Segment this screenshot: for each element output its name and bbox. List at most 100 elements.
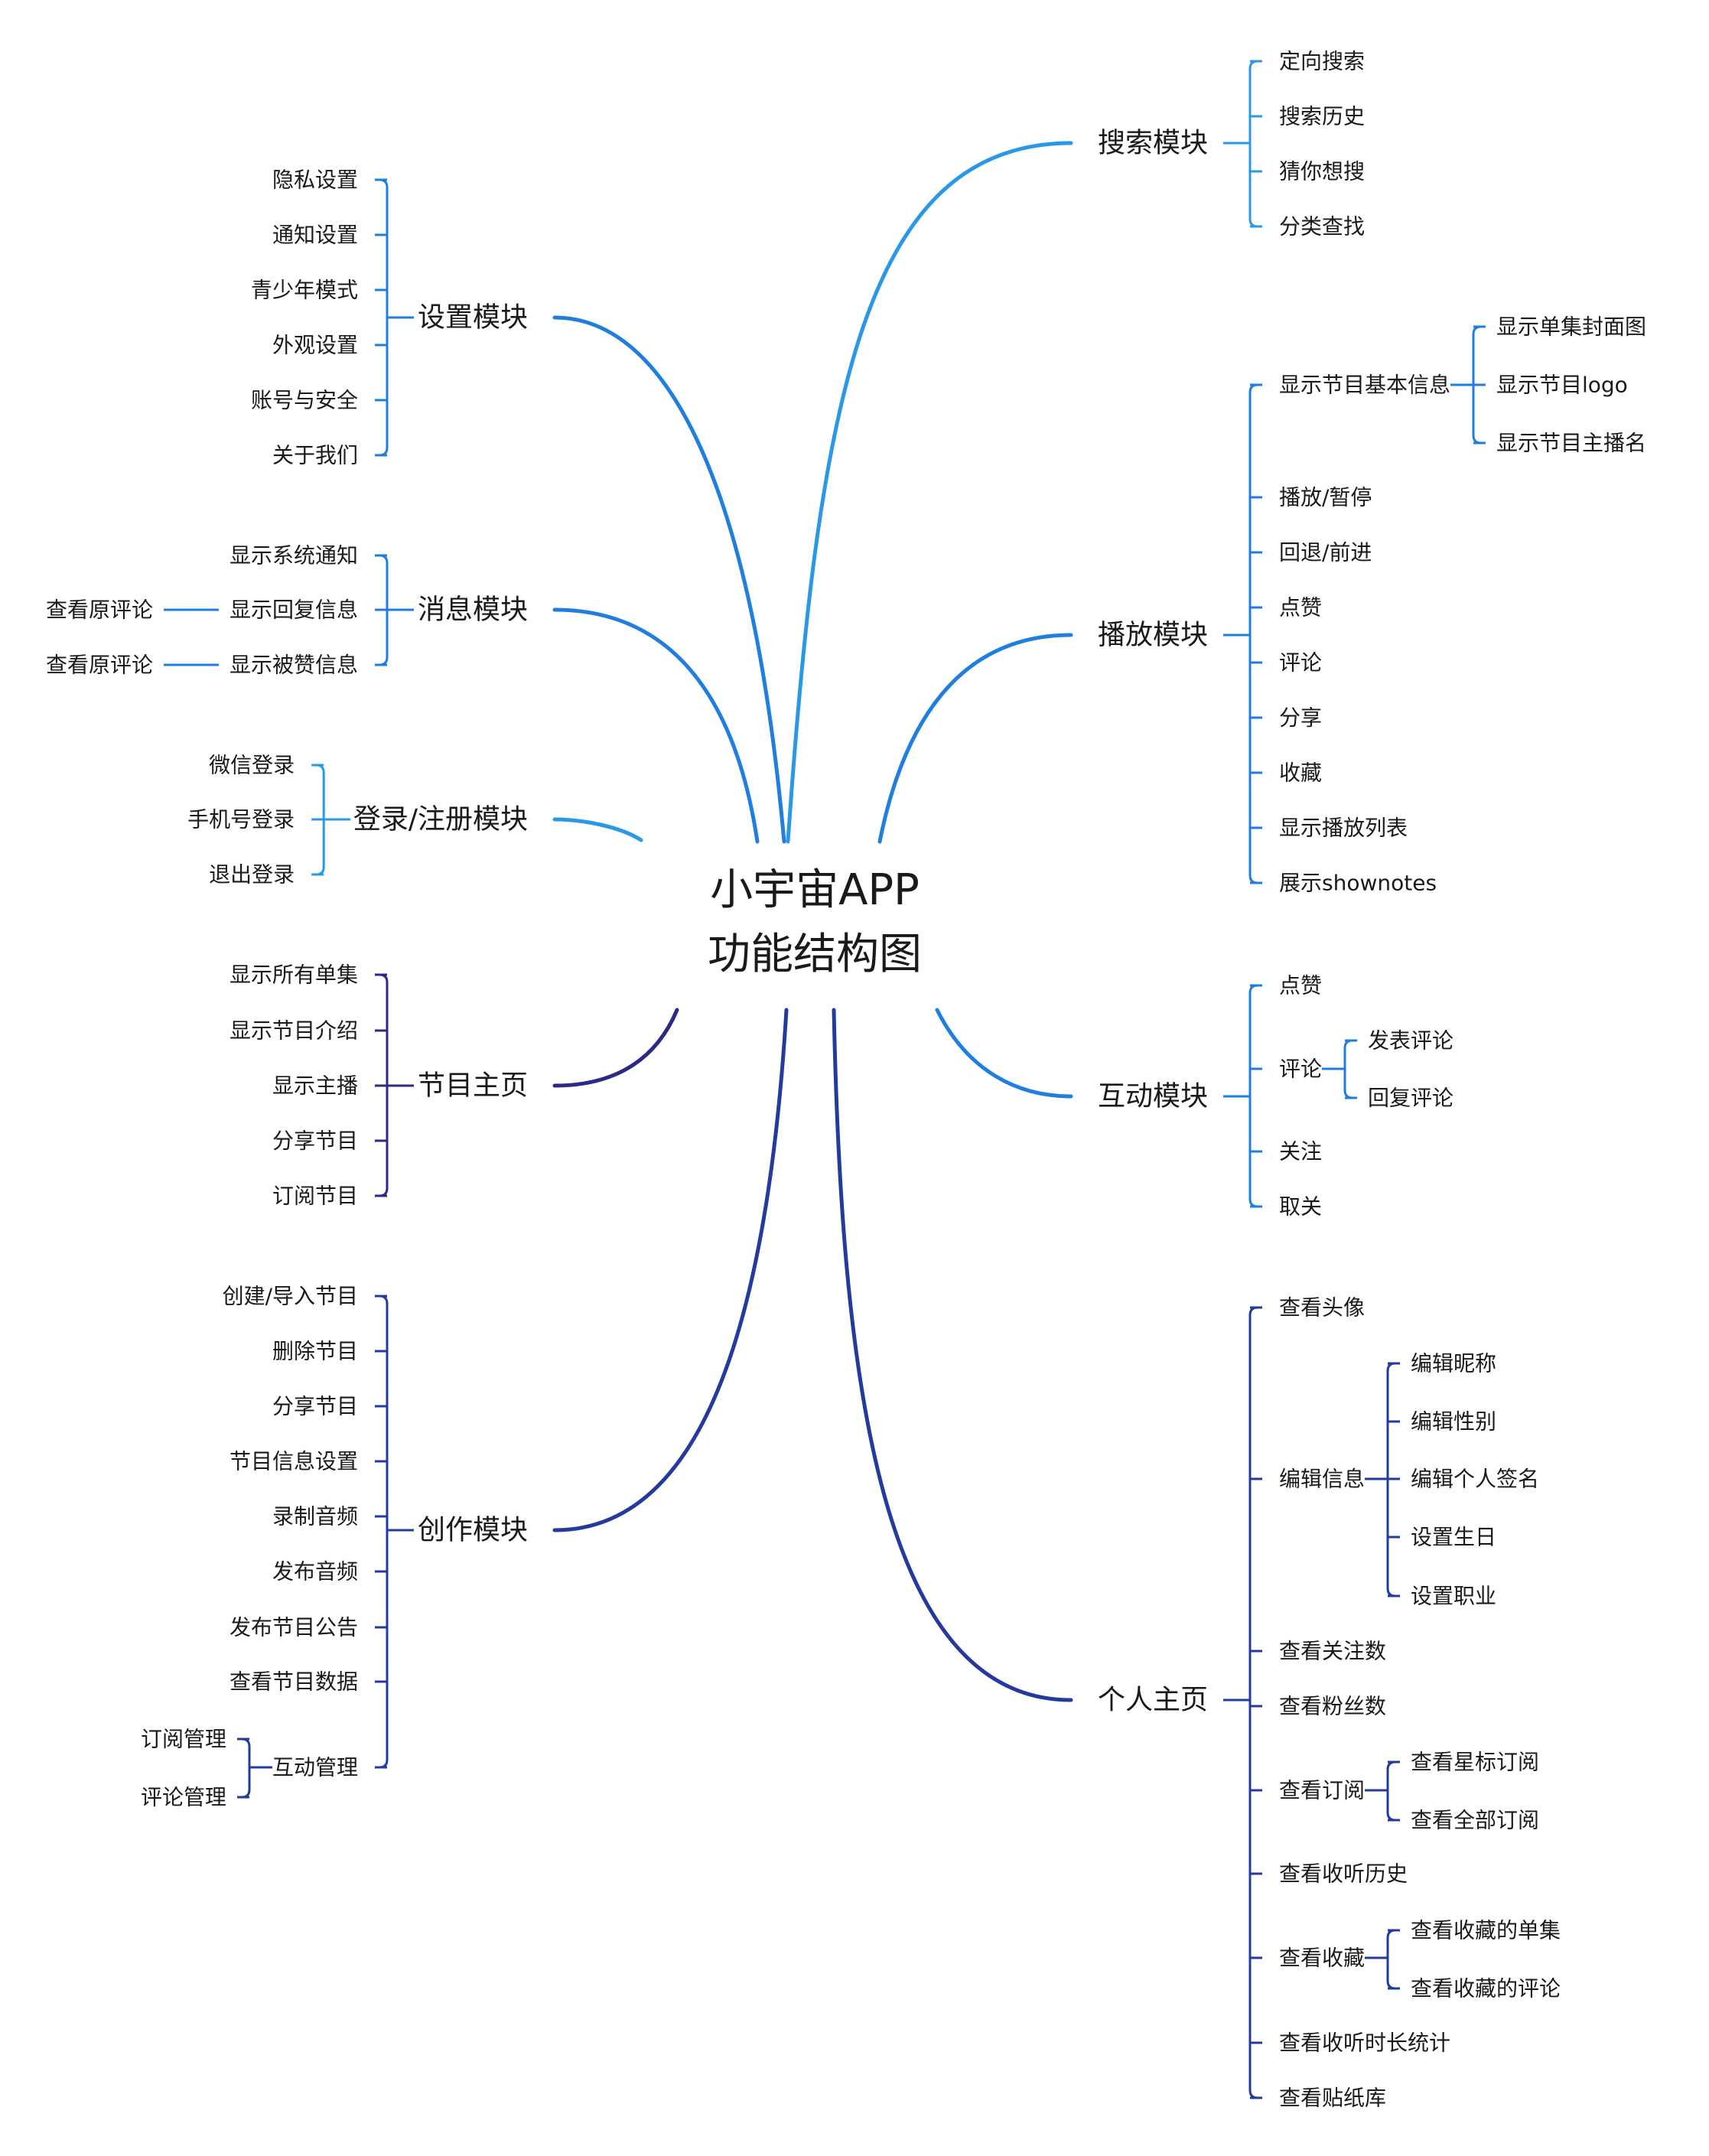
item-play-7: 显示播放列表 bbox=[1279, 816, 1408, 841]
subitem-profile-4-0: 查看星标订阅 bbox=[1411, 1750, 1539, 1775]
module-play-label: 播放模块 bbox=[1098, 620, 1208, 651]
subitem-message-2-0: 查看原评论 bbox=[46, 653, 153, 678]
item-program-4: 订阅节目 bbox=[272, 1184, 358, 1209]
branch-create bbox=[552, 1008, 789, 1532]
item-create-0: 创建/导入节目 bbox=[223, 1284, 358, 1309]
item-play-8: 展示shownotes bbox=[1279, 871, 1437, 896]
module-create-label: 创作模块 bbox=[418, 1515, 528, 1546]
item-login-1: 手机号登录 bbox=[187, 807, 295, 832]
item-create-8: 互动管理 bbox=[272, 1755, 358, 1780]
item-interact-1: 评论 bbox=[1279, 1057, 1322, 1082]
item-play-4: 评论 bbox=[1279, 650, 1322, 676]
module-search-bracket bbox=[1248, 60, 1258, 228]
module-settings-label: 设置模块 bbox=[418, 302, 528, 334]
module-message-label: 消息模块 bbox=[418, 594, 528, 626]
item-create-3: 节目信息设置 bbox=[229, 1449, 358, 1474]
item-create-5: 发布音频 bbox=[272, 1559, 358, 1584]
item-play-0: 显示节目基本信息 bbox=[1279, 373, 1450, 398]
item-create-4: 录制音频 bbox=[272, 1504, 358, 1529]
subitem-profile-1-4: 设置职业 bbox=[1411, 1584, 1496, 1609]
branch-settings bbox=[552, 315, 786, 844]
subitem-profile-1-2: 编辑个人签名 bbox=[1411, 1467, 1539, 1492]
item-search-2: 猜你想搜 bbox=[1279, 159, 1365, 184]
subitem-interact-1-1: 回复评论 bbox=[1368, 1086, 1453, 1111]
branch-profile bbox=[832, 1008, 1073, 1702]
sub-profile-4-bracket bbox=[1386, 1760, 1396, 1822]
item-create-1: 删除节目 bbox=[272, 1339, 358, 1364]
item-program-2: 显示主播 bbox=[272, 1073, 358, 1099]
module-create-bracket bbox=[379, 1295, 389, 1769]
sub-interact-1-bracket bbox=[1343, 1039, 1353, 1099]
item-settings-2: 青少年模式 bbox=[251, 278, 358, 303]
branch-message bbox=[552, 607, 760, 844]
branch-program bbox=[552, 1008, 679, 1088]
item-profile-0: 查看头像 bbox=[1279, 1295, 1365, 1321]
item-profile-6: 查看收藏 bbox=[1279, 1946, 1365, 1971]
nodes-layer: 小宇宙APP 功能结构图 搜索模块定向搜索搜索历史猜你想搜分类查找播放模块显示节… bbox=[46, 49, 1646, 2111]
module-interact-label: 互动模块 bbox=[1098, 1081, 1208, 1112]
item-program-1: 显示节目介绍 bbox=[229, 1018, 358, 1044]
edges-layer bbox=[164, 60, 1486, 2099]
center-title-line-2: 功能结构图 bbox=[708, 930, 922, 979]
sub-profile-6-bracket bbox=[1386, 1929, 1396, 1990]
item-settings-0: 隐私设置 bbox=[272, 168, 358, 193]
subitem-profile-6-1: 查看收藏的评论 bbox=[1411, 1976, 1561, 2001]
branch-interact bbox=[935, 1008, 1073, 1099]
item-create-6: 发布节目公告 bbox=[229, 1615, 358, 1640]
item-profile-3: 查看粉丝数 bbox=[1279, 1694, 1386, 1719]
item-search-1: 搜索历史 bbox=[1279, 104, 1365, 129]
item-profile-5: 查看收听历史 bbox=[1279, 1861, 1408, 1887]
item-search-0: 定向搜索 bbox=[1279, 49, 1365, 74]
item-play-5: 分享 bbox=[1279, 705, 1322, 731]
subitem-profile-4-1: 查看全部订阅 bbox=[1411, 1808, 1539, 1833]
item-play-6: 收藏 bbox=[1279, 760, 1322, 786]
item-profile-1: 编辑信息 bbox=[1279, 1467, 1365, 1492]
module-search-label: 搜索模块 bbox=[1098, 128, 1208, 159]
item-profile-7: 查看收听时长统计 bbox=[1279, 2031, 1450, 2056]
subitem-profile-1-1: 编辑性别 bbox=[1411, 1409, 1496, 1435]
subitem-profile-6-0: 查看收藏的单集 bbox=[1411, 1918, 1561, 1943]
module-settings-bracket bbox=[379, 178, 389, 457]
item-interact-0: 点赞 bbox=[1279, 973, 1322, 998]
subitem-create-8-1: 评论管理 bbox=[141, 1785, 226, 1810]
item-settings-5: 关于我们 bbox=[272, 443, 358, 468]
subitem-play-0-1: 显示节目logo bbox=[1496, 373, 1628, 398]
sub-create-8-bracket bbox=[241, 1738, 251, 1799]
item-interact-3: 取关 bbox=[1279, 1194, 1322, 1220]
module-login-label: 登录/注册模块 bbox=[353, 804, 528, 835]
branch-login bbox=[552, 817, 643, 842]
item-message-0: 显示系统通知 bbox=[229, 543, 358, 568]
item-login-2: 退出登录 bbox=[209, 862, 295, 887]
module-program-label: 节目主页 bbox=[418, 1070, 528, 1102]
subitem-create-8-0: 订阅管理 bbox=[141, 1727, 226, 1752]
branch-search bbox=[786, 141, 1073, 844]
item-profile-2: 查看关注数 bbox=[1279, 1639, 1386, 1664]
item-profile-8: 查看贴纸库 bbox=[1279, 2086, 1386, 2111]
item-play-3: 点赞 bbox=[1279, 595, 1322, 620]
subitem-play-0-0: 显示单集封面图 bbox=[1496, 314, 1646, 340]
item-program-3: 分享节目 bbox=[272, 1128, 358, 1154]
item-settings-4: 账号与安全 bbox=[251, 388, 358, 413]
subitem-profile-1-3: 设置生日 bbox=[1411, 1525, 1496, 1550]
subitem-interact-1-0: 发表评论 bbox=[1368, 1028, 1453, 1054]
module-interact-bracket bbox=[1248, 984, 1258, 1208]
center-title-line-1: 小宇宙APP bbox=[710, 865, 920, 915]
item-message-2: 显示被赞信息 bbox=[229, 653, 358, 678]
item-login-0: 微信登录 bbox=[209, 753, 295, 778]
item-interact-2: 关注 bbox=[1279, 1139, 1322, 1164]
module-play-bracket bbox=[1248, 383, 1258, 884]
item-play-1: 播放/暂停 bbox=[1279, 485, 1372, 510]
subitem-message-1-0: 查看原评论 bbox=[46, 598, 153, 623]
subitem-profile-1-0: 编辑昵称 bbox=[1411, 1351, 1496, 1376]
module-profile-label: 个人主页 bbox=[1098, 1685, 1208, 1716]
item-program-0: 显示所有单集 bbox=[229, 962, 358, 988]
item-create-7: 查看节目数据 bbox=[229, 1669, 358, 1695]
item-create-2: 分享节目 bbox=[272, 1394, 358, 1419]
branch-play bbox=[877, 633, 1073, 844]
module-profile-bracket bbox=[1248, 1306, 1258, 2099]
item-message-1: 显示回复信息 bbox=[229, 598, 358, 623]
item-settings-1: 通知设置 bbox=[272, 223, 358, 248]
subitem-play-0-2: 显示节目主播名 bbox=[1496, 431, 1646, 456]
item-play-2: 回退/前进 bbox=[1279, 540, 1372, 565]
